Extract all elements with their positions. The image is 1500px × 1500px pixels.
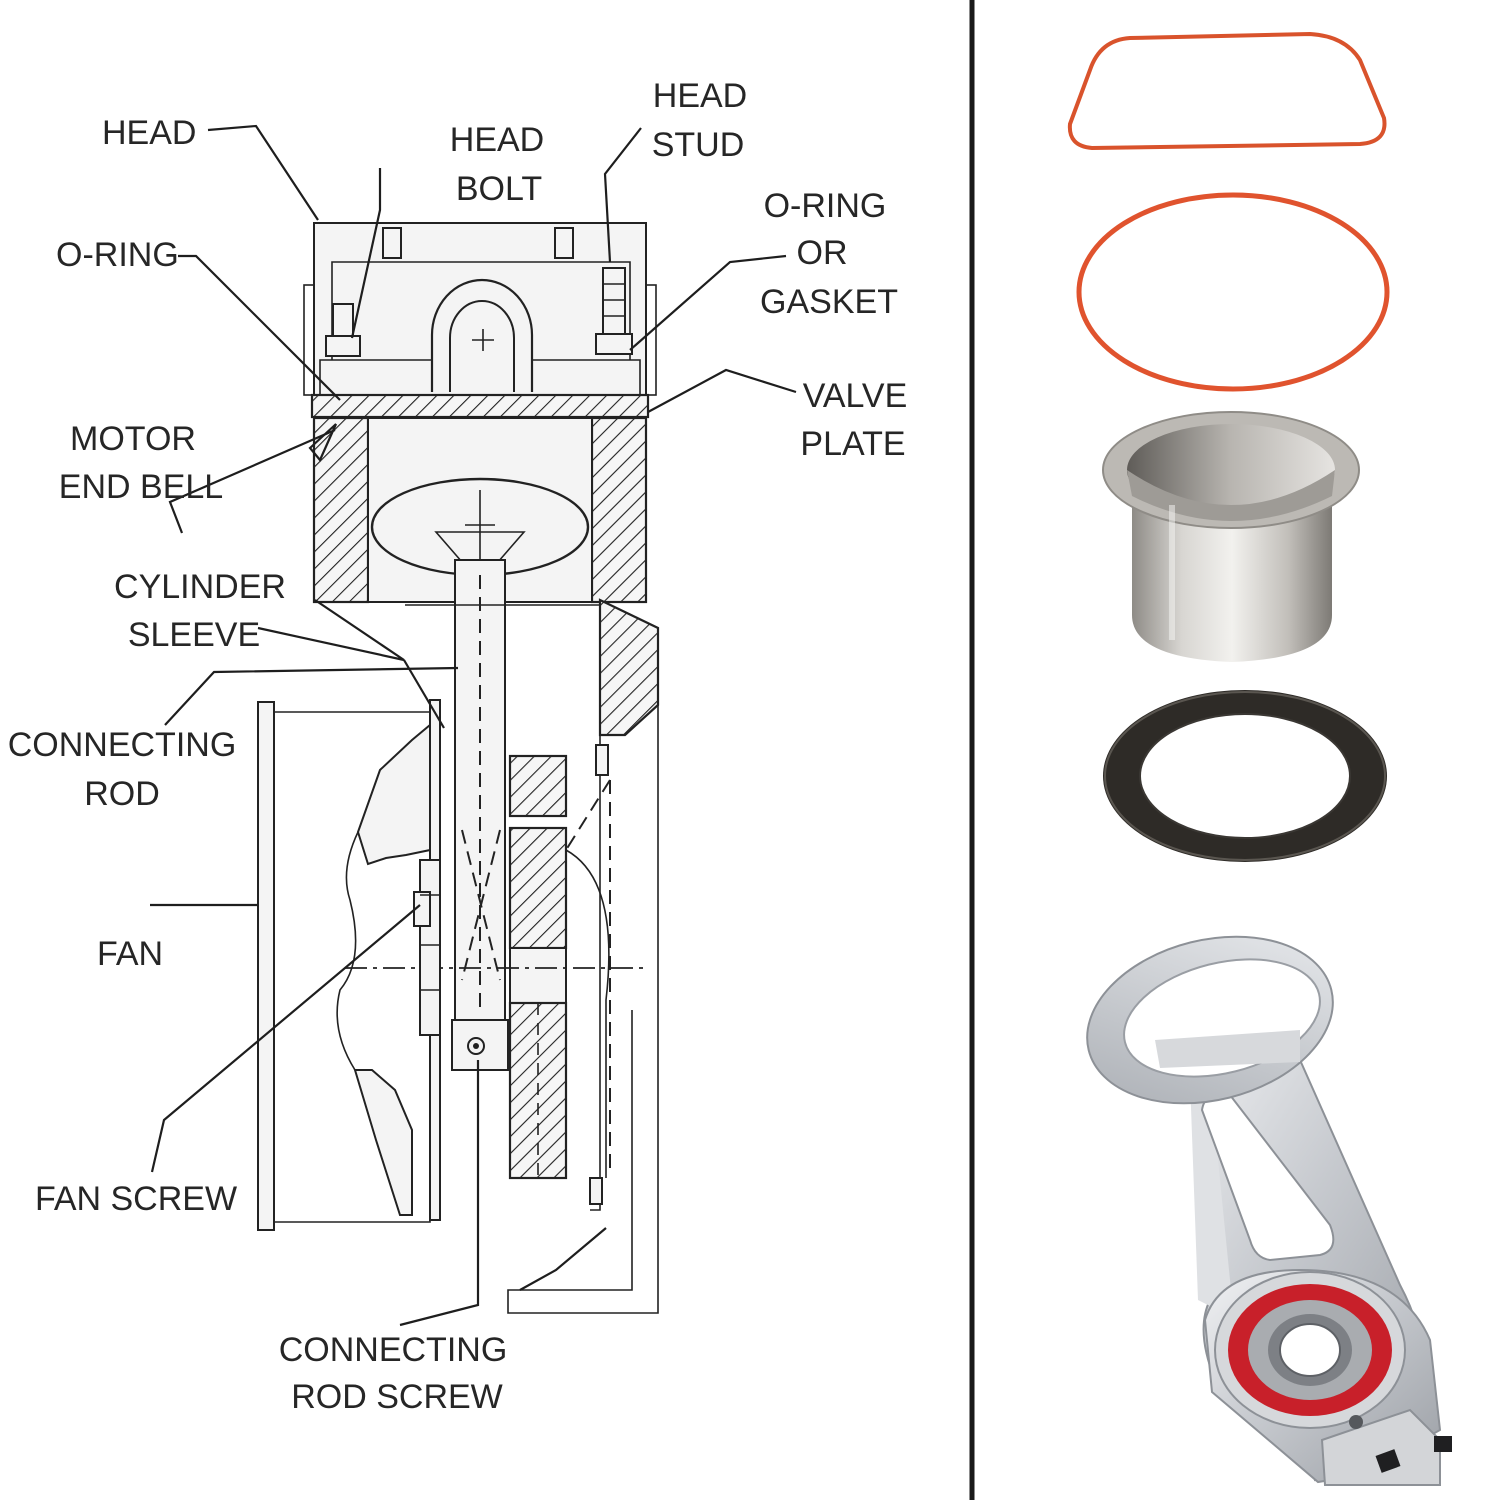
connecting-rod-drawing xyxy=(451,559,509,1071)
o-ring-photo xyxy=(1076,192,1390,392)
label-cylinder-sleeve-1: CYLINDER xyxy=(114,568,286,606)
valve-plate-drawing xyxy=(310,393,650,419)
head-o-ring-photo xyxy=(1067,31,1387,151)
leader-lines xyxy=(150,124,797,1327)
label-head-bolt-2: BOLT xyxy=(456,170,542,208)
label-connecting-rod-1: CONNECTING xyxy=(8,726,237,764)
label-connecting-rod-screw-2: ROD SCREW xyxy=(291,1378,503,1416)
gasket-photo xyxy=(1103,690,1387,862)
connecting-rod-photo xyxy=(1086,935,1452,1486)
parts-photos xyxy=(1067,31,1452,1486)
label-head: HEAD xyxy=(102,114,196,152)
diagram-labels: HEAD HEAD BOLT HEAD STUD O-RING O-RING O… xyxy=(8,77,908,1416)
label-o-ring: O-RING xyxy=(56,236,179,274)
label-head-bolt-1: HEAD xyxy=(450,121,544,159)
crankcase-drawing xyxy=(345,604,659,1314)
label-o-ring-or-gasket-3: GASKET xyxy=(760,283,898,321)
label-head-stud-2: STUD xyxy=(652,126,745,164)
label-o-ring-or-gasket-1: O-RING xyxy=(764,187,887,225)
cylinder-sleeve-photo xyxy=(1102,411,1360,662)
cylinder-drawing xyxy=(312,416,660,737)
label-motor-end-bell-1: MOTOR xyxy=(70,420,196,458)
label-fan-screw: FAN SCREW xyxy=(35,1180,237,1218)
assembly-diagram: HEAD HEAD BOLT HEAD STUD O-RING O-RING O… xyxy=(8,77,908,1416)
label-cylinder-sleeve-2: SLEEVE xyxy=(128,616,260,654)
label-head-stud-1: HEAD xyxy=(653,77,747,115)
head-drawing xyxy=(303,222,657,396)
label-fan: FAN xyxy=(97,935,163,973)
label-connecting-rod-2: ROD xyxy=(84,775,160,813)
fan-drawing xyxy=(257,699,441,1231)
label-o-ring-or-gasket-2: OR xyxy=(797,234,848,272)
label-motor-end-bell-2: END BELL xyxy=(59,468,223,506)
label-valve-plate-2: PLATE xyxy=(800,425,905,463)
label-valve-plate-1: VALVE xyxy=(803,377,908,415)
label-connecting-rod-screw-1: CONNECTING xyxy=(279,1331,508,1369)
